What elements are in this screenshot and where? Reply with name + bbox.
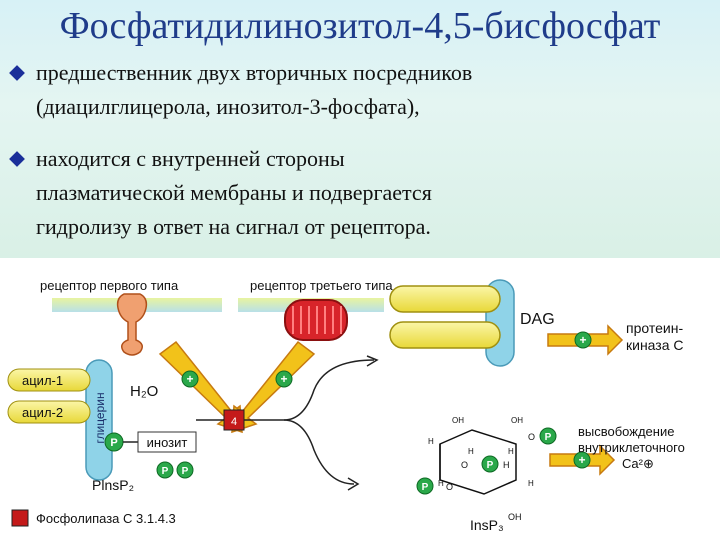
phosphate-icon xyxy=(539,427,557,445)
acyl-1-label: ацил-1 xyxy=(22,373,63,388)
page-title: Фосфатидилинозитол-4,5-бисфосфат xyxy=(59,5,661,47)
o-label: O xyxy=(446,482,453,492)
phospholipase-diagram: рецептор первого типа рецептор третьего … xyxy=(7,278,685,533)
bullet-2-line-3: гидролизу в ответ на сигнал от рецептора… xyxy=(36,214,431,239)
header-panel xyxy=(0,0,720,258)
protein-kinase-line2: киназа С xyxy=(626,337,684,353)
phosphate-label: P xyxy=(182,466,189,477)
oh-label: OH xyxy=(511,416,523,425)
h-label: H xyxy=(528,479,534,488)
inositol-label: инозит xyxy=(147,435,188,450)
phospholipase-c-enzyme: 4 xyxy=(196,355,379,491)
receptor1-label: рецептор первого типа xyxy=(40,278,179,293)
plus-sign: + xyxy=(280,372,287,386)
h-label: H xyxy=(503,460,510,470)
phosphate-label: P xyxy=(110,437,117,449)
phosphate-label: P xyxy=(487,460,494,471)
acyl-1-chain xyxy=(7,368,91,392)
dag-molecule: DAG xyxy=(389,279,555,367)
o-label: O xyxy=(461,460,468,470)
pinsp2-label: PlnsP₂ xyxy=(92,477,134,493)
phosphate-label: P xyxy=(162,466,169,477)
phosphate-icon xyxy=(176,461,194,479)
bullet-2-line-1: находится с внутренней стороны xyxy=(36,146,345,171)
ca-label: Ca²⊕ xyxy=(622,456,654,471)
inositol-box xyxy=(137,431,197,453)
oh-label: OH xyxy=(508,512,522,522)
oh-label: OH xyxy=(452,416,464,425)
plus-icon xyxy=(574,331,592,349)
receptor-type-1: рецептор первого типа xyxy=(40,278,222,356)
h-label: H xyxy=(508,447,514,456)
enzyme-mark: 4 xyxy=(231,416,237,428)
h-label: H xyxy=(468,447,474,456)
insp3-molecule: OH OH OH H H H H H O P H O P P O InsP₃ xyxy=(416,416,557,533)
bullet-1-line-1: предшественник двух вторичных посреднико… xyxy=(36,60,473,85)
dag-acyl-1 xyxy=(389,285,501,313)
dag-acyl-2 xyxy=(389,321,501,349)
phosphate-icon xyxy=(416,477,434,495)
phosphate-icon xyxy=(481,455,499,473)
acyl-2-chain xyxy=(7,400,91,424)
receptor1-shape xyxy=(116,293,148,356)
plus-icon xyxy=(275,370,293,388)
plus-icon xyxy=(181,370,199,388)
glycerol-label: глицерин xyxy=(93,392,107,443)
release-line1: высвобождение xyxy=(578,424,674,439)
plus-sign: + xyxy=(578,453,585,467)
phosphate-icon xyxy=(156,461,174,479)
curve-to-insp3 xyxy=(283,419,355,485)
bullet-2-line-2: плазматической мембраны и подвергается xyxy=(36,180,432,205)
arrow-protein-kinase: + протеин- киназа С xyxy=(547,320,684,356)
legend-text: Фосфолипаза С 3.1.4.3 xyxy=(36,511,176,526)
legend: Фосфолипаза С 3.1.4.3 xyxy=(11,509,176,527)
insp3-label: InsP₃ xyxy=(470,517,504,533)
protein-kinase-line1: протеин- xyxy=(626,320,683,336)
h-label: H xyxy=(428,437,434,446)
receptor-type-3: рецептор третьего типа xyxy=(238,278,393,341)
acyl-2-label: ацил-2 xyxy=(22,405,63,420)
plus-sign: + xyxy=(579,333,586,347)
arrow-ca-release: + высвобождение внутриклеточного Ca²⊕ xyxy=(549,424,685,476)
plus-icon xyxy=(573,451,591,469)
water-label: H₂O xyxy=(130,383,158,400)
h-label: H xyxy=(438,479,444,488)
plus-sign: + xyxy=(186,372,193,386)
arrowhead xyxy=(347,477,360,491)
phosphate-label: P xyxy=(422,482,429,493)
o-label: O xyxy=(528,432,535,442)
receptor3-helices xyxy=(292,306,342,334)
arrowhead xyxy=(366,355,379,367)
curve-to-dag xyxy=(244,359,375,421)
phosphate-label: P xyxy=(545,432,552,443)
dag-label: DAG xyxy=(520,311,555,328)
pip2-molecule: глицерин ацил-1 ацил-2 P инозит P P Plns… xyxy=(7,359,197,493)
bullet-1-line-2: (диацилглицерола, инозитол-3-фосфата), xyxy=(36,94,420,119)
legend-enzyme-swatch xyxy=(11,509,29,527)
receptor3-label: рецептор третьего типа xyxy=(250,278,393,293)
release-line2: внутриклеточного xyxy=(578,440,685,455)
